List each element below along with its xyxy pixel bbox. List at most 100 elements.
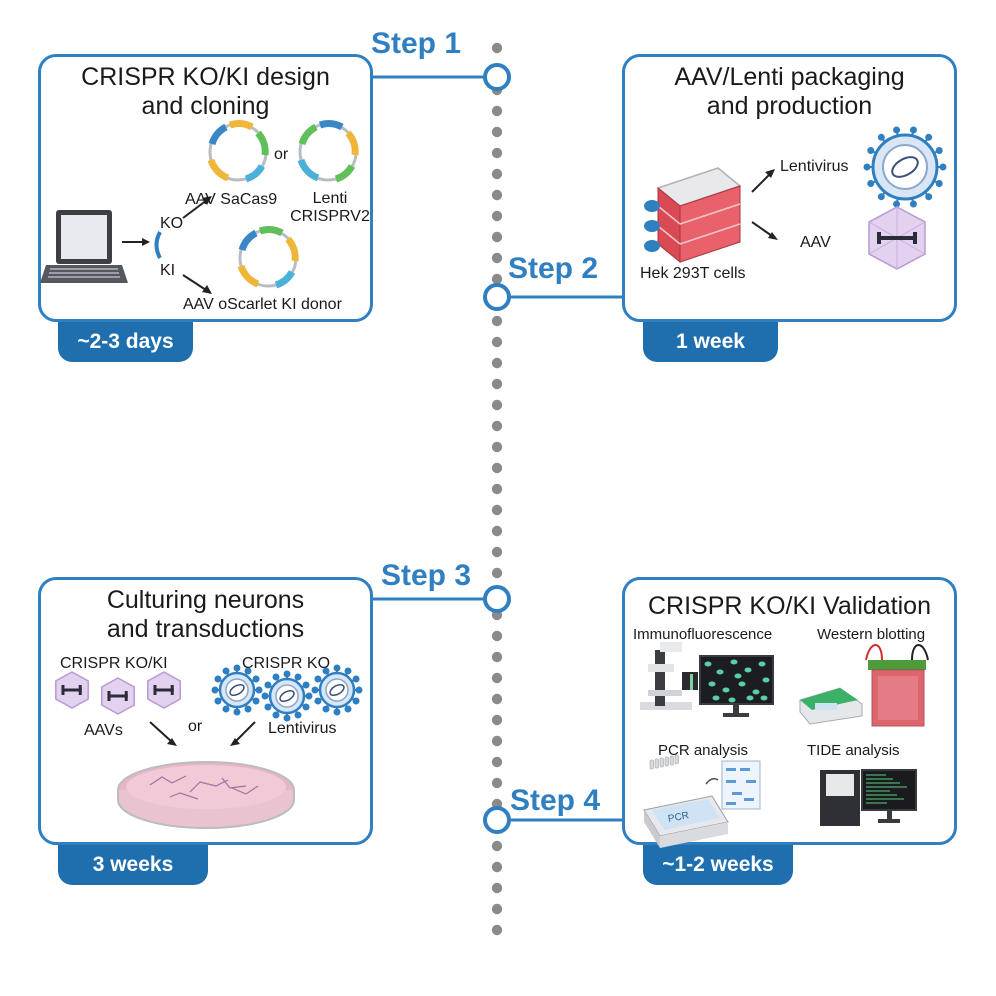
spike-tip xyxy=(344,667,352,675)
gel-image-icon xyxy=(721,760,761,810)
pcr-tube xyxy=(674,754,679,765)
step2-label: Step 2 xyxy=(508,252,599,285)
spike-tip xyxy=(294,711,302,719)
spike-tip xyxy=(867,179,875,187)
western-blotting-label: Western blotting xyxy=(817,626,926,643)
or-label-3: or xyxy=(188,718,203,735)
spike-tip xyxy=(272,711,280,719)
step1-title-line1: CRISPR KO/KI design xyxy=(81,63,330,91)
step4-node xyxy=(483,806,511,834)
spike-tip xyxy=(909,200,917,208)
step4-label: Step 4 xyxy=(510,784,601,817)
pcr-tube xyxy=(659,757,664,768)
lentivirus-icon xyxy=(311,664,363,716)
step2-node xyxy=(483,283,511,311)
tide-monitor-icon xyxy=(861,769,917,823)
spike-tip xyxy=(935,147,943,155)
immunofluorescence-label: Immunofluorescence xyxy=(633,626,773,643)
ki-donor-label: AAV oScarlet KI donor xyxy=(183,296,342,313)
timeline-dot xyxy=(491,840,503,852)
pcr-tube xyxy=(664,756,669,767)
timeline-dot xyxy=(491,42,503,54)
timeline-dot xyxy=(491,924,503,936)
step3-label: Step 3 xyxy=(381,559,472,592)
cell-spot xyxy=(708,681,716,687)
gel-band xyxy=(726,768,736,771)
spike-tip xyxy=(925,193,933,201)
timeline-dot xyxy=(491,735,503,747)
spike-tip xyxy=(352,675,360,683)
spike-tip xyxy=(233,708,241,716)
plasmid-lenti-crisprv2-icon xyxy=(297,120,359,183)
lentivirus-label: Lentivirus xyxy=(780,158,849,175)
timeline-dot xyxy=(491,441,503,453)
spike-tip xyxy=(352,697,360,705)
timeline-dot xyxy=(491,378,503,390)
lentivirus-icon xyxy=(261,670,313,722)
spike-tip xyxy=(939,163,947,171)
microscope-icon xyxy=(640,642,698,710)
spike-tip xyxy=(264,681,272,689)
aav-sacas9-label: AAV SaCas9 xyxy=(185,191,278,208)
pcr-analysis-label: PCR analysis xyxy=(658,742,749,759)
spike-tip xyxy=(283,670,291,678)
aav-capsid-icon xyxy=(147,671,181,709)
spike-tip xyxy=(355,686,363,694)
spike-tip xyxy=(214,697,222,705)
spike-tip xyxy=(311,686,319,694)
pcr-tube xyxy=(649,759,654,770)
cell-spot xyxy=(760,695,768,701)
fluorescence-monitor-icon xyxy=(699,655,774,717)
spike-tip xyxy=(877,133,885,141)
pcr-machine-icon xyxy=(643,754,729,848)
hek-cells-label: Hek 293T cells xyxy=(640,265,746,282)
spike-tip xyxy=(893,126,901,134)
timeline-dot xyxy=(491,567,503,579)
aav-label: AAV xyxy=(800,234,831,251)
spike-tip xyxy=(222,667,230,675)
cell-spot xyxy=(746,695,754,701)
cell-spot xyxy=(758,661,766,667)
timeline-dot xyxy=(491,357,503,369)
spike-tip xyxy=(314,675,322,683)
timeline-dot xyxy=(491,420,503,432)
crispr-koki-label: CRISPR KO/KI xyxy=(60,655,168,672)
spike-tip xyxy=(255,686,263,694)
spike-tip xyxy=(322,667,330,675)
gel-band xyxy=(732,792,742,795)
gel-band xyxy=(726,780,736,783)
timeline-dot xyxy=(491,189,503,201)
spike-tip xyxy=(264,703,272,711)
timeline-dot xyxy=(491,315,503,327)
timeline-dot xyxy=(491,105,503,117)
aav-capsid-icon xyxy=(868,206,926,270)
timeline-dot xyxy=(491,504,503,516)
spike-tip xyxy=(222,705,230,713)
power-supply-icon xyxy=(799,687,863,725)
step3-panel: Culturing neurons and transductions xyxy=(38,577,373,845)
timeline-dot xyxy=(491,693,503,705)
step2-title-line1: AAV/Lenti packaging xyxy=(674,63,905,91)
sequencer-icon xyxy=(820,770,860,826)
spike-tip xyxy=(283,714,291,722)
spike-tip xyxy=(909,126,917,134)
spike-tip xyxy=(272,673,280,681)
spike-tip xyxy=(333,664,341,672)
step2-title-line2: and production xyxy=(706,92,873,120)
timeline-dot xyxy=(491,273,503,285)
pcr-tube xyxy=(654,758,659,769)
western-tank-icon xyxy=(865,644,929,727)
timeline-dot xyxy=(491,546,503,558)
timeline-dot xyxy=(491,231,503,243)
lenti-label-line1: Lenti xyxy=(312,190,348,207)
timeline-dot xyxy=(491,882,503,894)
spike-tip xyxy=(935,179,943,187)
step3-node xyxy=(483,585,511,613)
cell-spot xyxy=(712,695,720,701)
spike-tip xyxy=(925,133,933,141)
spike-tip xyxy=(294,673,302,681)
cell-spot xyxy=(734,673,742,679)
